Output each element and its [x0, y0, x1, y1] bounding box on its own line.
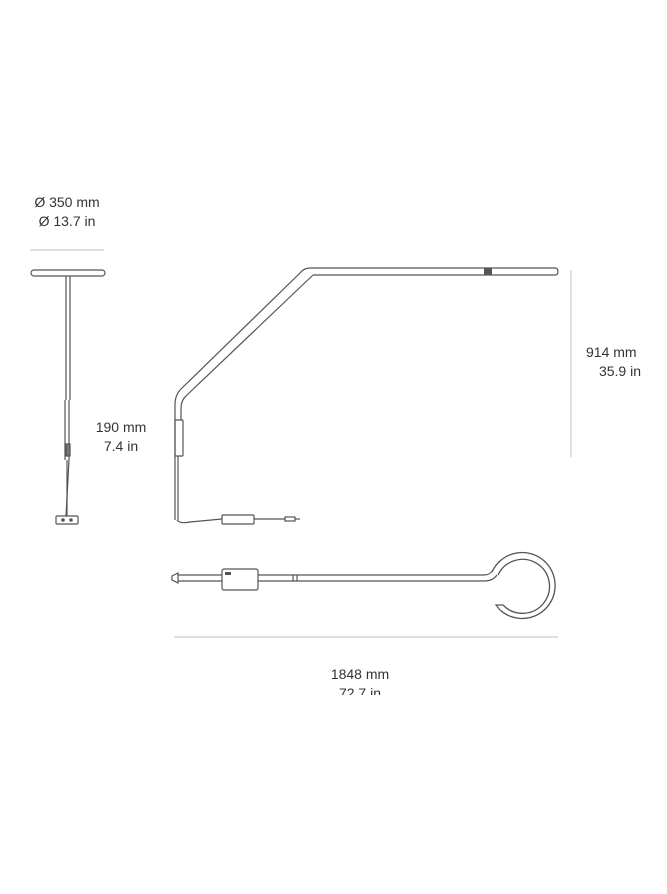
front-view-head — [30, 269, 106, 277]
total-length-mm-label: 1848 mm — [330, 666, 390, 682]
power-transformer — [221, 514, 255, 525]
front-view-base — [55, 515, 79, 525]
top-view-mount — [221, 568, 259, 591]
ring-lamp-head — [491, 551, 556, 620]
arm-height-in-label: 7.4 in — [103, 438, 139, 454]
arm-height-mm-label: 190 mm — [95, 419, 147, 435]
total-height-in-label: 35.9 in — [598, 363, 642, 379]
head-joint — [484, 268, 492, 275]
diameter-in-label: Ø 13.7 in — [38, 213, 96, 229]
total-height-mm-label: 914 mm — [586, 344, 637, 360]
total-length-in-clip: 72.7 in — [300, 665, 420, 695]
side-view — [174, 267, 559, 525]
top-view — [171, 551, 556, 620]
diameter-mm-label: Ø 350 mm — [34, 194, 100, 210]
total-length-in-label: 72.7 in — [338, 685, 382, 695]
front-view — [30, 269, 106, 525]
wall-mount — [174, 419, 184, 457]
